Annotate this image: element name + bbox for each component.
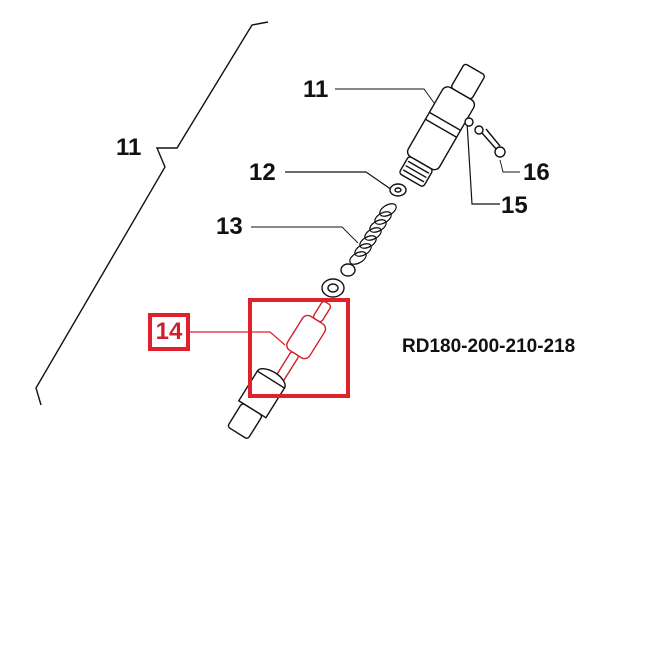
leader-13 bbox=[251, 226, 359, 244]
callout-12: 12 bbox=[249, 159, 276, 186]
leader-15 bbox=[466, 121, 500, 205]
group-bracket-line bbox=[35, 21, 269, 406]
callout-15: 15 bbox=[501, 192, 528, 219]
callout-11-group: 11 bbox=[116, 134, 142, 161]
nozzle bbox=[275, 300, 332, 382]
model-code: RD180-200-210-218 bbox=[402, 336, 576, 357]
leader-11 bbox=[335, 88, 438, 108]
leader-14 bbox=[190, 331, 286, 346]
callout-16: 16 bbox=[523, 159, 550, 186]
callout-11-body: 11 bbox=[303, 76, 329, 103]
leader-12 bbox=[285, 171, 393, 191]
callout-13: 13 bbox=[216, 213, 243, 240]
nozzle-highlight-box bbox=[248, 298, 350, 398]
spring bbox=[349, 203, 397, 265]
callout-14-highlighted[interactable]: 14 bbox=[148, 313, 190, 351]
injector-body bbox=[399, 63, 485, 187]
leader-16 bbox=[499, 159, 520, 173]
